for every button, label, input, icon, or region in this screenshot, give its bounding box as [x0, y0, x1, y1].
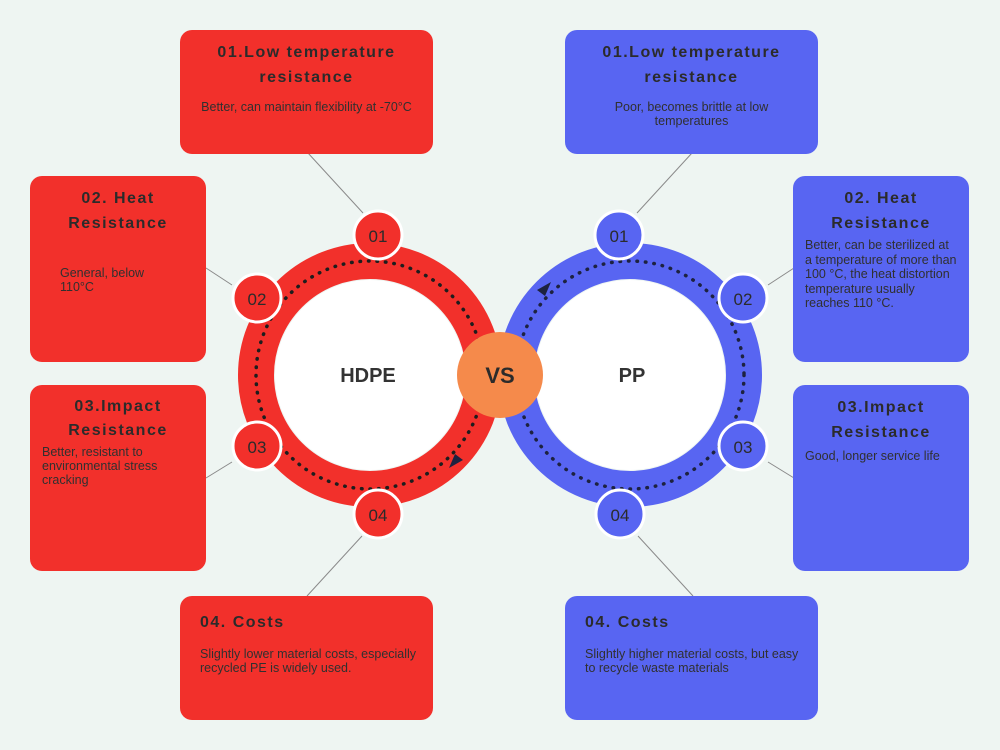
- pp-badge-01-label: 01: [610, 227, 629, 246]
- pp-badge-04: [594, 488, 646, 540]
- hdpe-card-04-title: 04. Costs: [200, 614, 285, 631]
- hdpe-badge-03-label: 03: [248, 438, 267, 457]
- pp-badge-01: [593, 209, 645, 261]
- connector-pp-01: [636, 152, 693, 214]
- pp-badge-03: [717, 420, 769, 472]
- hdpe-card-01-title: 01.Low temperature resistance: [217, 44, 396, 86]
- pp-card-01-title: 01.Low temperature resistance: [602, 44, 781, 86]
- hdpe-badge-03: [231, 420, 283, 472]
- hdpe-card-04-desc: Slightly lower material costs, especiall…: [200, 647, 417, 675]
- pp-card-heat-resistance: 02. Heat Resistance Better, can be steri…: [793, 176, 969, 362]
- hdpe-card-01-desc: Better, can maintain flexibility at -70°…: [201, 100, 412, 114]
- hdpe-badge-02-label: 02: [248, 290, 267, 309]
- vs-badge: [457, 332, 543, 418]
- hdpe-card-03-title: 03.Impact Resistance: [68, 398, 168, 439]
- pp-card-02-title: 02. Heat Resistance: [831, 190, 931, 232]
- hdpe-card-02-title: 02. Heat Resistance: [68, 190, 168, 232]
- hdpe-ring-inner: [275, 280, 465, 470]
- connector-hdpe-04: [306, 535, 363, 597]
- vs-label: VS: [485, 363, 514, 388]
- pp-badge-02: [717, 272, 769, 324]
- hdpe-card-heat-resistance: 02. Heat Resistance General, below 110°C: [30, 176, 206, 362]
- hdpe-badge-04-label: 04: [369, 506, 388, 525]
- pp-card-02-desc: Better, can be sterilized at a temperatu…: [805, 238, 957, 310]
- connector-hdpe-01: [307, 152, 364, 214]
- pp-card-01-desc: Poor, becomes brittle at low temperature…: [614, 100, 769, 128]
- pp-card-03-desc: Good, longer service life: [805, 449, 940, 463]
- connector-hdpe-03: [205, 461, 233, 479]
- pp-card-impact-resistance: 03.Impact Resistance Good, longer servic…: [793, 385, 969, 571]
- hdpe-badge-02: [231, 272, 283, 324]
- pp-card-03-title: 03.Impact Resistance: [831, 399, 931, 441]
- pp-center-label: PP: [619, 365, 646, 387]
- pp-badge-04-label: 04: [611, 506, 630, 525]
- hdpe-card-impact-resistance: 03.Impact Resistance Better, resistant t…: [30, 385, 206, 571]
- connector-pp-04: [637, 535, 694, 597]
- pp-card-04-desc: Slightly higher material costs, but easy…: [585, 647, 799, 675]
- pp-card-04-title: 04. Costs: [585, 614, 670, 631]
- hdpe-center-label: HDPE: [340, 365, 396, 387]
- connector-lines: [205, 152, 795, 597]
- pp-arrow-icon: [537, 282, 551, 296]
- hdpe-card-03-desc: Better, resistant to environmental stres…: [42, 445, 158, 487]
- hdpe-arrow-icon: [449, 454, 463, 468]
- pp-badge-02-label: 02: [734, 290, 753, 309]
- connector-hdpe-02: [205, 267, 233, 286]
- pp-ring-inner: [535, 280, 725, 470]
- pp-number-badges: 01 02 03 04: [593, 209, 769, 540]
- pp-card-costs: 04. Costs Slightly higher material costs…: [565, 596, 818, 720]
- hdpe-card-costs: 04. Costs Slightly lower material costs,…: [180, 596, 433, 720]
- hdpe-badge-01: [352, 209, 404, 261]
- hdpe-badge-01-label: 01: [369, 227, 388, 246]
- pp-card-low-temperature: 01.Low temperature resistance Poor, beco…: [565, 30, 818, 154]
- hdpe-number-badges: 01 02 03 04: [231, 209, 404, 540]
- connector-pp-03: [767, 461, 795, 479]
- hdpe-badge-04: [352, 488, 404, 540]
- connector-pp-02: [767, 267, 795, 286]
- hdpe-card-low-temperature: 01.Low temperature resistance Better, ca…: [180, 30, 433, 154]
- hdpe-card-02-desc: General, below 110°C: [60, 266, 145, 294]
- pp-badge-03-label: 03: [734, 438, 753, 457]
